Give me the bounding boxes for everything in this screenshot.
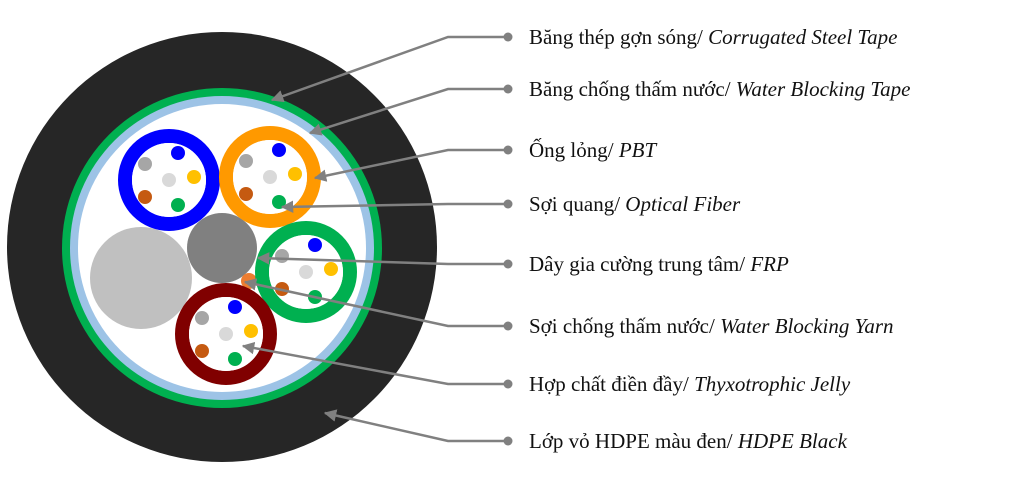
optical-fiber <box>324 262 338 276</box>
optical-fiber <box>195 344 209 358</box>
cable <box>7 32 437 462</box>
leader-line <box>241 341 508 386</box>
label-vi: Ống lỏng/ <box>529 138 619 162</box>
tube-wall <box>118 129 220 231</box>
component-label: Băng chống thấm nước/ Water Blocking Tap… <box>529 77 910 101</box>
component-label: Sợi chống thấm nước/ Water Blocking Yarn <box>529 314 894 338</box>
component-label: Sợi quang/ Optical Fiber <box>529 192 741 216</box>
label-vi: Băng chống thấm nước/ <box>529 77 736 101</box>
leader-line <box>270 35 508 103</box>
optical-fiber <box>195 311 209 325</box>
leader-dot <box>503 259 513 269</box>
leader-line <box>243 278 508 328</box>
optical-fiber <box>171 146 185 160</box>
optical-fiber <box>138 190 152 204</box>
leader-dot <box>503 199 513 209</box>
leader-dot <box>503 321 513 331</box>
optical-fiber <box>239 154 253 168</box>
leader-lines <box>241 32 513 446</box>
label-vi: Dây gia cường trung tâm/ <box>529 252 750 276</box>
label-vi: Băng thép gợn sóng/ <box>529 25 708 49</box>
leader-line <box>308 87 508 136</box>
leader-dot <box>503 145 513 155</box>
optical-fiber <box>288 167 302 181</box>
optical-fiber <box>228 352 242 366</box>
leader-line <box>323 409 508 443</box>
optical-fiber <box>299 265 313 279</box>
tube-wall <box>175 283 277 385</box>
labels: Băng thép gợn sóng/ Corrugated Steel Tap… <box>529 25 910 453</box>
label-en: Water Blocking Yarn <box>720 314 893 338</box>
label-en: Thyxotrophic Jelly <box>694 372 851 396</box>
label-en: Water Blocking Tape <box>736 77 911 101</box>
leader-line <box>280 200 508 214</box>
component-label: Ống lỏng/ PBT <box>529 138 657 162</box>
optical-fiber <box>244 324 258 338</box>
label-en: FRP <box>749 252 789 276</box>
optical-fiber <box>187 170 201 184</box>
optical-fiber <box>171 198 185 212</box>
label-en: PBT <box>618 138 658 162</box>
optical-fiber <box>308 238 322 252</box>
component-label: Lớp vỏ HDPE màu đen/ HDPE Black <box>529 429 848 453</box>
label-vi: Sợi chống thấm nước/ <box>529 314 720 338</box>
leader-dot <box>503 84 513 94</box>
optical-fiber <box>138 157 152 171</box>
optical-fiber <box>272 143 286 157</box>
leader-line <box>256 252 508 266</box>
optical-fiber <box>275 249 289 263</box>
optical-fiber <box>263 170 277 184</box>
label-vi: Hợp chất điền đầy/ <box>529 372 694 396</box>
leader-dot <box>503 436 513 446</box>
label-vi: Sợi quang/ <box>529 192 625 216</box>
leader-dot <box>503 379 513 389</box>
frp-center <box>187 213 257 283</box>
label-vi: Lớp vỏ HDPE màu đen/ <box>529 429 738 453</box>
loose-tube <box>175 283 277 385</box>
component-label: Dây gia cường trung tâm/ FRP <box>529 252 789 276</box>
label-en: Optical Fiber <box>625 192 741 216</box>
leader-line <box>313 148 508 182</box>
tube-wall <box>255 221 357 323</box>
component-label: Băng thép gợn sóng/ Corrugated Steel Tap… <box>529 25 898 49</box>
optical-fiber <box>228 300 242 314</box>
optical-fiber <box>219 327 233 341</box>
label-en: HDPE Black <box>737 429 848 453</box>
component-label: Hợp chất điền đầy/ Thyxotrophic Jelly <box>529 372 851 396</box>
optical-fiber <box>239 187 253 201</box>
leader-dot <box>503 32 513 42</box>
filler-rod <box>90 227 192 329</box>
optical-fiber <box>162 173 176 187</box>
loose-tube <box>118 129 220 231</box>
label-en: Corrugated Steel Tape <box>708 25 897 49</box>
